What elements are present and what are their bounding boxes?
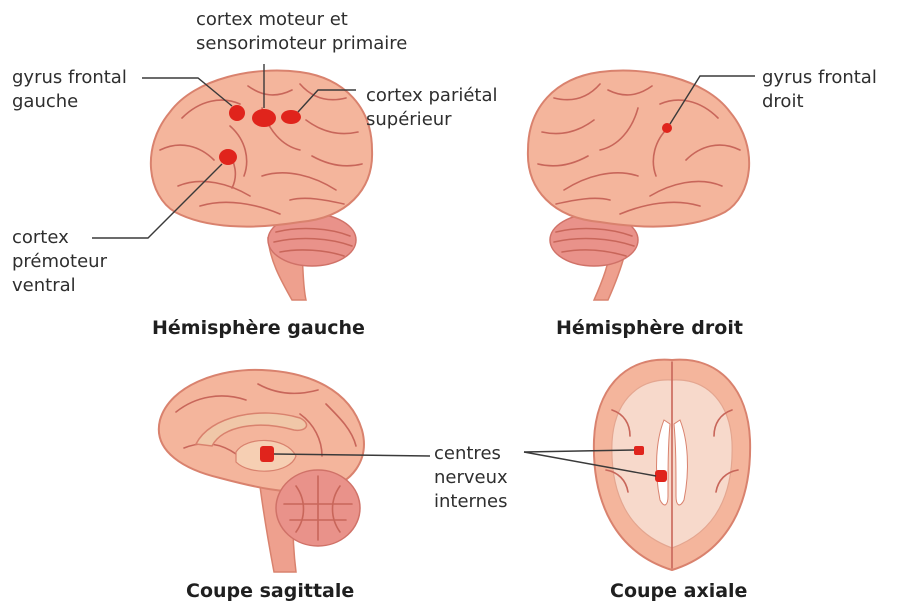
label-internal-centres: centres nerveux internes — [434, 442, 508, 514]
left-hemisphere-brain — [151, 71, 372, 300]
motor-cortex-spot — [252, 109, 276, 127]
caption-right-hemisphere: Hémisphère droit — [556, 317, 743, 339]
caption-left-hemisphere: Hémisphère gauche — [152, 317, 365, 339]
label-left-frontal-gyrus: gyrus frontal gauche — [12, 66, 127, 114]
parietal-cortex-spot — [281, 110, 301, 124]
caption-sagittal: Coupe sagittale — [186, 580, 354, 602]
sagittal-internal-centre-spot — [260, 446, 274, 462]
axial-brain — [594, 360, 750, 570]
caption-axial: Coupe axiale — [610, 580, 747, 602]
premotor-ventral-spot — [219, 149, 237, 165]
right-hemisphere-brain — [528, 71, 749, 300]
right-frontal-gyrus-spot — [662, 123, 672, 133]
label-motor-cortex: cortex moteur et sensorimoteur primaire — [196, 8, 407, 56]
label-right-frontal-gyrus: gyrus frontal droit — [762, 66, 877, 114]
axial-internal-centre-spot-upper — [634, 446, 644, 455]
sagittal-brain — [159, 370, 364, 572]
axial-internal-centre-spot-lower — [655, 470, 667, 482]
left-frontal-gyrus-spot — [229, 105, 245, 121]
label-superior-parietal: cortex pariétal supérieur — [366, 84, 498, 132]
label-premotor-ventral: cortex prémoteur ventral — [12, 226, 107, 298]
